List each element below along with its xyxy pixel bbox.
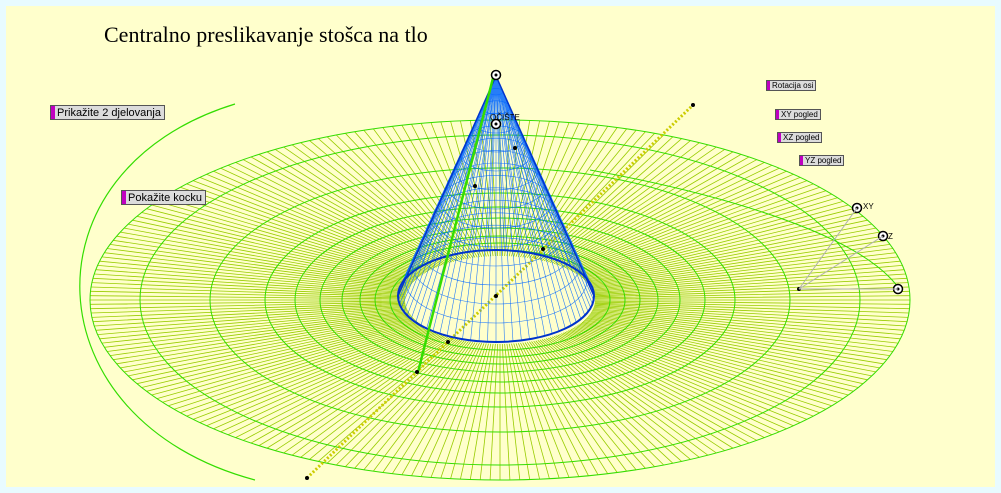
shadow-ring — [374, 242, 626, 358]
show-cube-label: Pokažite kocku — [128, 191, 202, 204]
axis-z-label: Z — [888, 232, 893, 241]
axis-line — [305, 103, 695, 480]
shadow-ring — [209, 167, 791, 433]
show-cube-button[interactable]: Pokažite kocku — [121, 190, 206, 205]
show-two-actions-label: Prikažite 2 djelovanja — [57, 106, 161, 119]
ring-point-center — [494, 122, 498, 126]
projection-line — [416, 77, 495, 373]
point-marker — [415, 370, 419, 374]
yz-view-label: YZ pogled — [805, 156, 842, 165]
point-marker — [541, 247, 545, 251]
point-marker — [494, 294, 498, 298]
xy-view-label: XY pogled — [781, 110, 818, 119]
xz-view-label: XZ pogled — [783, 133, 820, 142]
button-marker-icon — [767, 81, 770, 90]
axis-handle-line — [798, 207, 858, 290]
rotate-axes-label: Rotacija osi — [772, 81, 814, 90]
point-marker — [473, 184, 477, 188]
point-marker — [691, 103, 695, 107]
axis-handle-line — [798, 235, 884, 290]
button-marker-icon — [776, 110, 779, 119]
show-two-actions-button[interactable]: Prikažite 2 djelovanja — [50, 105, 165, 120]
point-marker — [446, 340, 450, 344]
rotate-axes-button[interactable]: Rotacija osi — [766, 80, 817, 91]
button-marker-icon — [800, 156, 803, 165]
cone-right-edge — [495, 75, 595, 297]
shadow-ring — [319, 217, 681, 383]
shadow-ring — [359, 235, 641, 365]
point-marker — [513, 146, 517, 150]
point-marker — [305, 476, 309, 480]
button-marker-icon — [51, 106, 55, 119]
page-title: Centralno preslikavanje stošca na tlo — [104, 22, 428, 47]
ring-point-center — [494, 73, 498, 77]
axis-xy-label: XY — [863, 202, 874, 211]
xz-view-button[interactable]: XZ pogled — [777, 132, 823, 143]
outer-shadow-arc — [79, 103, 256, 481]
xy-view-button[interactable]: XY pogled — [775, 109, 821, 120]
center-point-label: OČIŠTE — [490, 113, 520, 122]
outer-shadow-arc — [589, 169, 901, 291]
button-marker-icon — [122, 191, 126, 204]
button-marker-icon — [778, 133, 781, 142]
cone-left-edge — [397, 75, 497, 297]
yz-view-button[interactable]: YZ pogled — [799, 155, 845, 166]
